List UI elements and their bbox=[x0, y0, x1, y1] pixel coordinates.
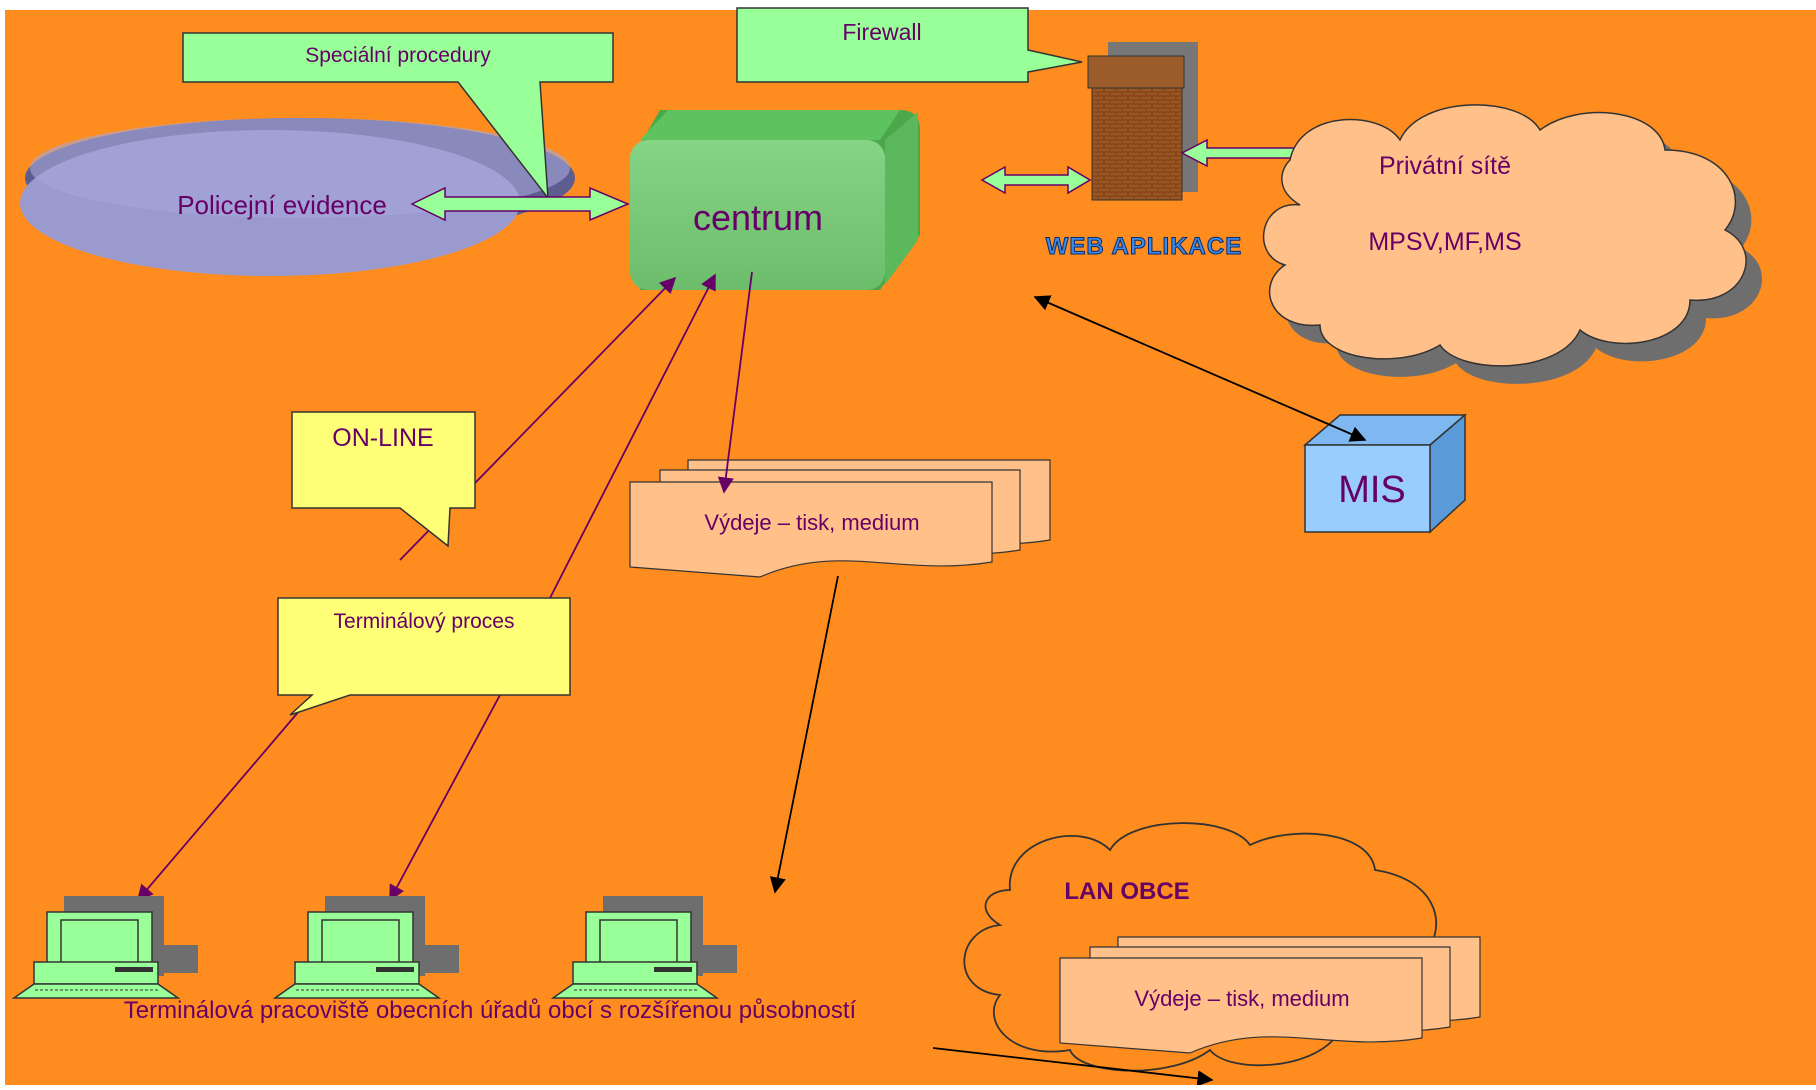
terminal-center-arrow-2 bbox=[549, 273, 716, 599]
online-label: ON-LINE bbox=[332, 424, 433, 452]
webapp-left-arrow bbox=[980, 165, 1092, 195]
terminal-ws-arrow-2 bbox=[389, 694, 501, 902]
center-box: centrum bbox=[630, 110, 920, 290]
output-top-label: Výdeje – tisk, medium bbox=[704, 510, 919, 535]
workstation-2 bbox=[272, 896, 459, 999]
firewall-callout: Firewall bbox=[736, 7, 1083, 83]
web-app-label: WEB APLIKACE bbox=[1046, 233, 1242, 260]
workstation-3 bbox=[550, 896, 737, 999]
police-records-label: Policejní evidence bbox=[177, 190, 387, 220]
workstations-label: Terminálová pracoviště obecních úřadů ob… bbox=[124, 997, 857, 1024]
lan-input-arrow bbox=[932, 1047, 1214, 1087]
output-down-arrow bbox=[769, 575, 839, 894]
output-docs-top: Výdeje – tisk, medium bbox=[629, 459, 1051, 578]
lan-label: LAN OBCE bbox=[1064, 878, 1189, 905]
special-procedures-callout: Speciální procedury bbox=[182, 32, 614, 201]
ministries-label: MPSV,MF,MS bbox=[1368, 228, 1521, 256]
police-records-ellipse: Policejní evidence bbox=[20, 118, 575, 276]
output-bottom-label: Výdeje – tisk, medium bbox=[1134, 986, 1349, 1011]
output-docs-bottom: Výdeje – tisk, medium bbox=[1059, 936, 1481, 1054]
firewall-label: Firewall bbox=[842, 19, 921, 45]
terminal-process-label: Terminálový proces bbox=[334, 610, 515, 633]
terminal-ws-arrow-1 bbox=[136, 709, 301, 902]
mis-box: MIS bbox=[1302, 413, 1468, 534]
firewall-icon bbox=[1087, 42, 1198, 201]
workstation-1 bbox=[11, 896, 198, 999]
special-procedures-label: Speciální procedury bbox=[305, 44, 491, 67]
center-output-arrow bbox=[717, 271, 753, 494]
terminal-process-callout: Terminálový proces bbox=[277, 597, 571, 716]
online-callout: ON-LINE bbox=[291, 411, 476, 548]
center-label: centrum bbox=[693, 197, 823, 238]
mis-webapp-arrow bbox=[1033, 295, 1367, 442]
private-networks-cloud: Privátní sítě MPSV,MF,MS bbox=[1262, 104, 1763, 384]
private-networks-label: Privátní sítě bbox=[1379, 152, 1511, 180]
police-center-arrow bbox=[410, 186, 630, 222]
mis-label: MIS bbox=[1338, 469, 1406, 511]
